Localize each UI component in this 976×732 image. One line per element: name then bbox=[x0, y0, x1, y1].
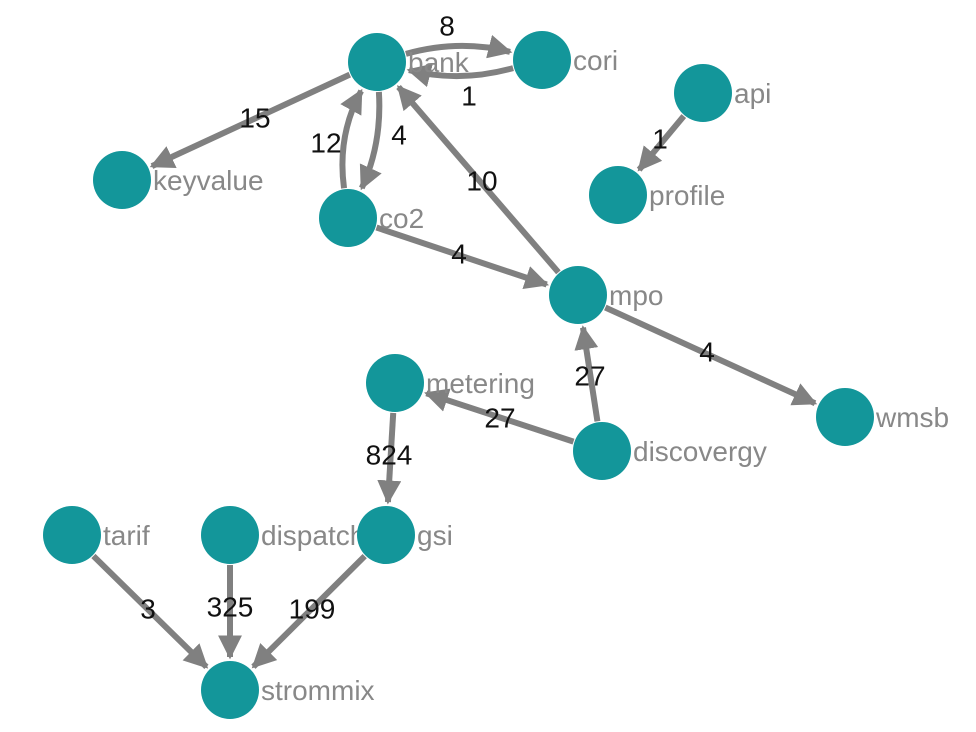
node-label-wmsb: wmsb bbox=[875, 402, 949, 433]
node-circle-discovergy[interactable] bbox=[573, 422, 631, 480]
node-circle-strommix[interactable] bbox=[201, 661, 259, 719]
edge-label-bank-to-keyvalue: 15 bbox=[239, 103, 270, 134]
node-dispatch[interactable]: dispatch bbox=[201, 506, 365, 564]
edges-layer bbox=[91, 34, 818, 670]
edge-label-api-to-profile: 1 bbox=[652, 124, 668, 155]
node-keyvalue[interactable]: keyvalue bbox=[93, 151, 264, 209]
node-tarif[interactable]: tarif bbox=[43, 506, 150, 564]
edge-bank-to-co2 bbox=[359, 91, 383, 191]
node-circle-keyvalue[interactable] bbox=[93, 151, 151, 209]
node-label-mpo: mpo bbox=[609, 280, 663, 311]
node-circle-dispatch[interactable] bbox=[201, 506, 259, 564]
edge-tarif-to-strommix bbox=[91, 553, 209, 670]
node-metering[interactable]: metering bbox=[366, 354, 535, 412]
node-mpo[interactable]: mpo bbox=[549, 266, 663, 324]
node-circle-gsi[interactable] bbox=[357, 506, 415, 564]
edge-gsi-to-strommix bbox=[251, 554, 367, 669]
edge-label-bank-to-co2: 4 bbox=[391, 120, 407, 151]
edge-label-discovergy-to-metering: 27 bbox=[484, 403, 515, 434]
edge-bank-to-keyvalue bbox=[149, 71, 352, 169]
edge-co2-to-bank bbox=[339, 88, 364, 189]
nodes-layer: bank cori api keyvalue profile co2 mpo metering… bbox=[43, 31, 949, 719]
node-label-co2: co2 bbox=[379, 203, 424, 234]
node-cori[interactable]: cori bbox=[513, 31, 618, 89]
node-circle-co2[interactable] bbox=[319, 189, 377, 247]
node-circle-cori[interactable] bbox=[513, 31, 571, 89]
node-circle-tarif[interactable] bbox=[43, 506, 101, 564]
edge-co2-to-mpo bbox=[375, 224, 549, 290]
edge-metering-to-gsi bbox=[377, 412, 402, 505]
node-discovergy[interactable]: discovergy bbox=[573, 422, 767, 480]
edge-label-cori-to-bank: 1 bbox=[461, 81, 477, 112]
edge-api-to-profile bbox=[636, 114, 687, 172]
edge-label-metering-to-gsi: 824 bbox=[366, 440, 413, 471]
node-label-strommix: strommix bbox=[261, 675, 375, 706]
edge-label-gsi-to-strommix: 199 bbox=[289, 594, 336, 625]
edge-label-co2-to-mpo: 4 bbox=[451, 239, 467, 270]
edge-bank-to-cori bbox=[405, 34, 513, 59]
edge-label-dispatch-to-strommix: 325 bbox=[207, 592, 254, 623]
node-circle-api[interactable] bbox=[674, 64, 732, 122]
edge-labels-layer: 8 1 15 12 4 10 1 4 4 27 27 824 3 325 199 bbox=[140, 11, 715, 625]
edge-label-discovergy-to-mpo: 27 bbox=[574, 361, 605, 392]
node-wmsb[interactable]: wmsb bbox=[816, 388, 949, 446]
node-co2[interactable]: co2 bbox=[319, 189, 424, 247]
node-profile[interactable]: profile bbox=[589, 166, 725, 224]
edge-mpo-to-wmsb bbox=[604, 304, 818, 407]
node-circle-wmsb[interactable] bbox=[816, 388, 874, 446]
node-label-dispatch: dispatch bbox=[261, 520, 365, 551]
node-circle-mpo[interactable] bbox=[549, 266, 607, 324]
node-label-keyvalue: keyvalue bbox=[153, 165, 264, 196]
node-label-api: api bbox=[734, 78, 771, 109]
edge-mpo-to-bank bbox=[396, 85, 561, 275]
edge-label-tarif-to-strommix: 3 bbox=[140, 594, 156, 625]
edge-label-bank-to-cori: 8 bbox=[439, 11, 455, 42]
node-gsi[interactable]: gsi bbox=[357, 506, 453, 564]
node-label-metering: metering bbox=[426, 368, 535, 399]
edge-label-mpo-to-wmsb: 4 bbox=[699, 337, 715, 368]
node-api[interactable]: api bbox=[674, 64, 771, 122]
node-circle-profile[interactable] bbox=[589, 166, 647, 224]
node-label-cori: cori bbox=[573, 45, 618, 76]
edge-label-co2-to-bank: 12 bbox=[310, 128, 341, 159]
node-strommix[interactable]: strommix bbox=[201, 661, 375, 719]
node-label-discovergy: discovergy bbox=[633, 436, 767, 467]
node-label-tarif: tarif bbox=[103, 520, 150, 551]
edge-label-mpo-to-bank: 10 bbox=[466, 166, 497, 197]
node-circle-metering[interactable] bbox=[366, 354, 424, 412]
node-label-gsi: gsi bbox=[417, 520, 453, 551]
edge-discovergy-to-metering bbox=[424, 388, 575, 445]
node-label-profile: profile bbox=[649, 180, 725, 211]
edge-discovergy-to-mpo bbox=[574, 325, 601, 422]
node-bank[interactable]: bank bbox=[348, 33, 470, 91]
node-label-bank: bank bbox=[408, 47, 470, 78]
edge-cori-to-bank bbox=[406, 63, 514, 88]
node-circle-bank[interactable] bbox=[348, 33, 406, 91]
